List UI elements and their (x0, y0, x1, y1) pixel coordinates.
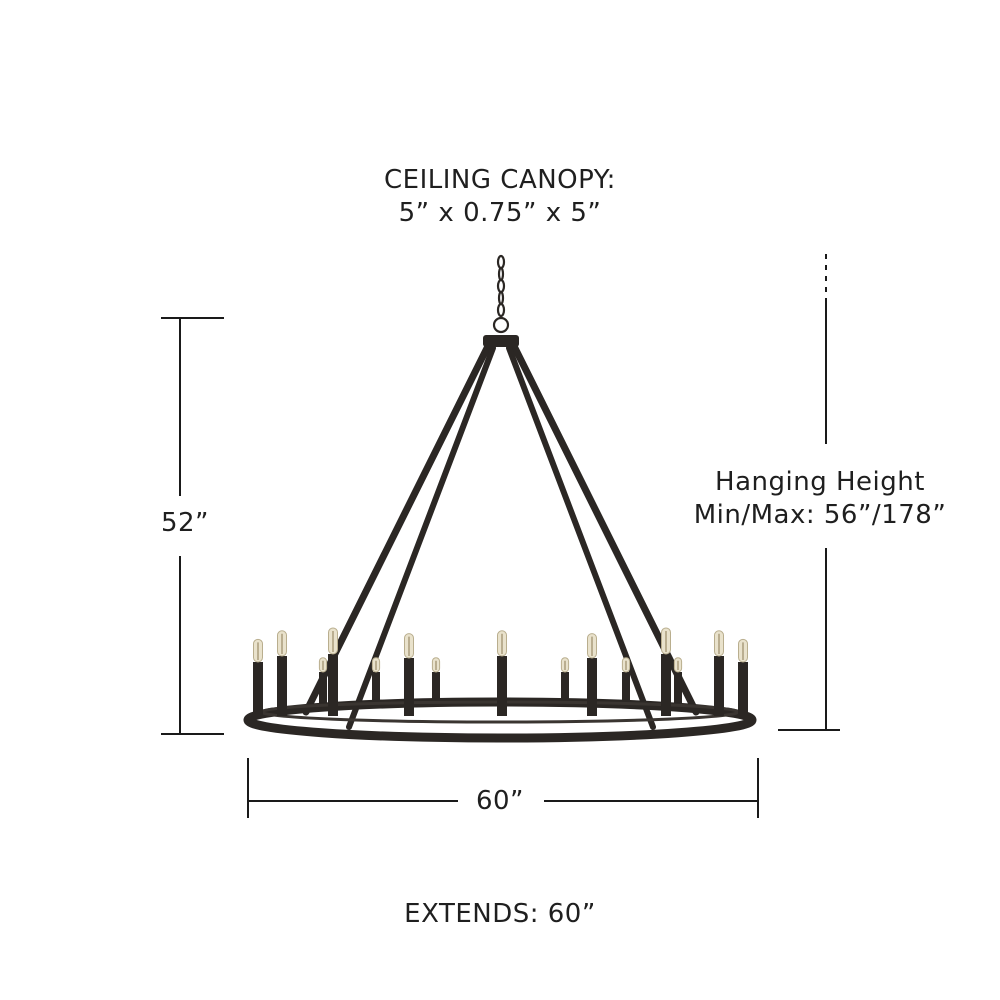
candle-back-3 (431, 657, 441, 706)
canopy-dimension-label: CEILING CANOPY: 5” x 0.75” x 5” (300, 164, 700, 230)
canopy-title: CEILING CANOPY: (384, 165, 616, 195)
height-dimension-label: 52” (160, 508, 210, 538)
hanging-height-range: Min/Max: 56”/178” (693, 500, 947, 530)
candle-front-9 (738, 638, 748, 716)
candle-back-5 (621, 657, 631, 706)
hanging-height-title: Hanging Height (715, 467, 925, 497)
hanging-height-label: Hanging Height Min/Max: 56”/178” (680, 466, 960, 532)
canopy-dims: 5” x 0.75” x 5” (398, 198, 602, 228)
candle-front-8 (714, 630, 724, 716)
candle-front-2 (277, 630, 287, 716)
width-dimension-label: 60” (475, 786, 525, 816)
candle-back-6 (673, 657, 683, 706)
height-dimension-line (161, 317, 224, 735)
candle-back-4 (560, 657, 570, 706)
hanging-height-line (778, 254, 840, 731)
candle-front-4 (404, 633, 414, 716)
candle-back-1 (318, 657, 328, 706)
extends-label: EXTENDS: 60” (404, 899, 596, 929)
front-candles (253, 627, 748, 716)
back-candles (318, 657, 683, 706)
candle-front-3 (328, 627, 338, 716)
candle-front-1 (253, 638, 263, 716)
candle-front-6 (587, 633, 597, 716)
top-hub (483, 335, 519, 347)
candle-back-2 (371, 657, 381, 706)
candle-front-5 (497, 630, 507, 716)
candle-front-7 (661, 627, 671, 716)
chain (492, 254, 510, 334)
width-dimension-line (247, 758, 759, 818)
